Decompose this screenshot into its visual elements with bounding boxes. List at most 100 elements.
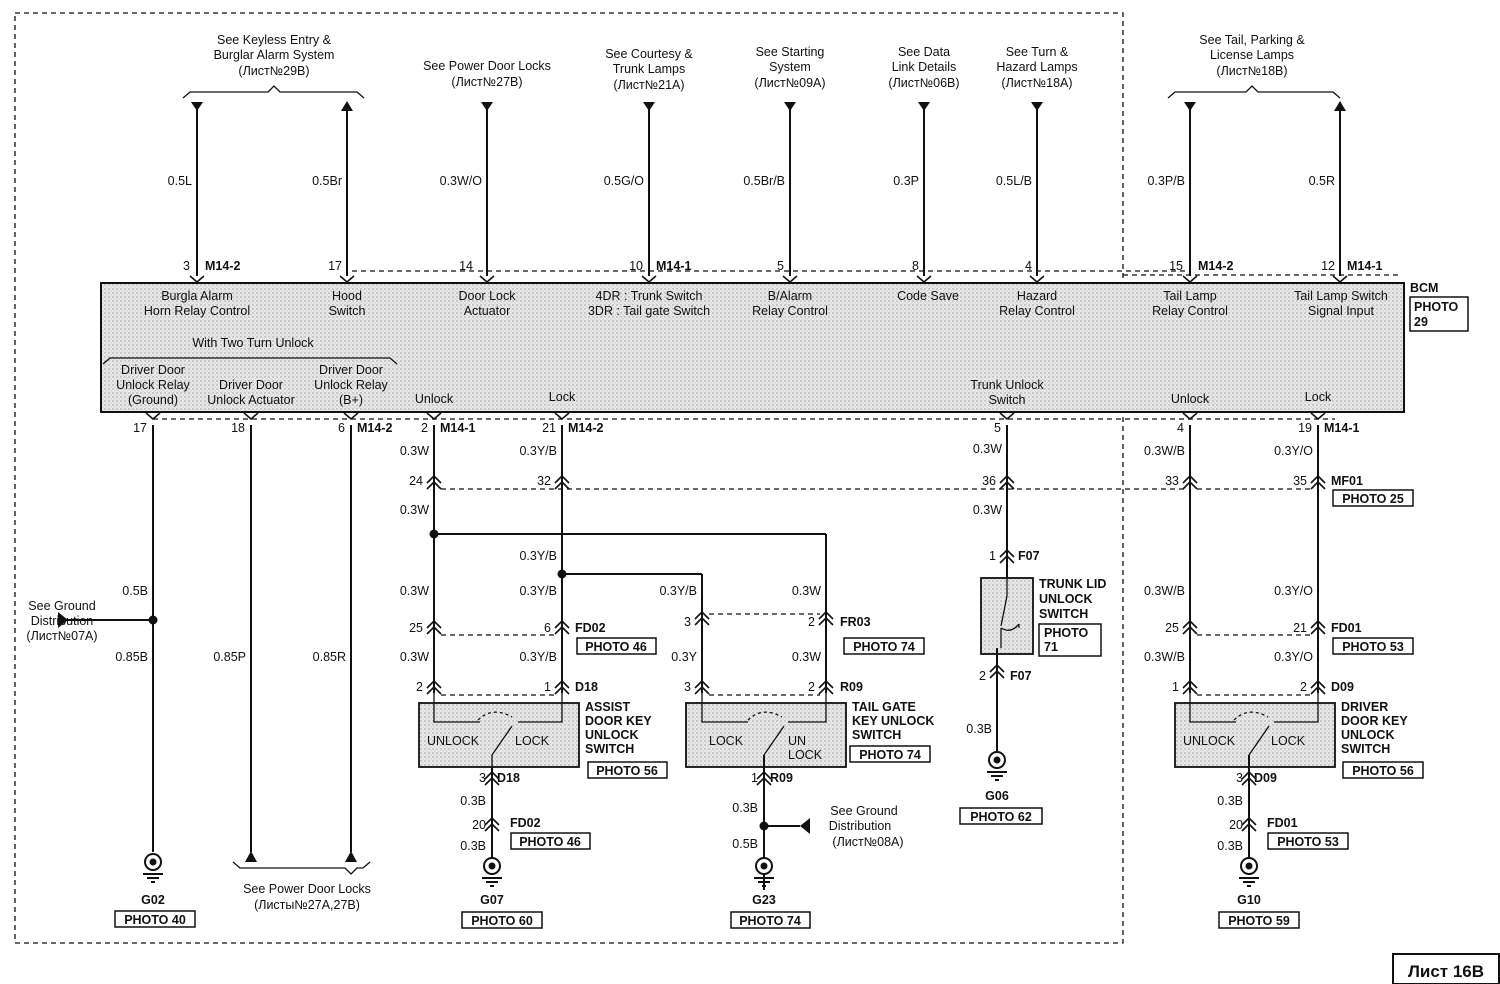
pin-17: 17 (328, 259, 342, 273)
bcm-label-taillamp-1: Tail Lamp (1163, 289, 1217, 303)
wire-0.5G/O: 0.5G/O (604, 174, 645, 188)
wire-0.5L/B: 0.5L/B (996, 174, 1032, 188)
bcm-bl-lock2: Lock (1305, 390, 1332, 404)
mf01-photo: PHOTO 25 (1342, 492, 1404, 506)
driver-contact-lock: LOCK (1271, 734, 1306, 748)
bcm-photo-box (1409, 296, 1469, 332)
svg-text:25: 25 (1165, 621, 1179, 635)
pin-12: 12 (1321, 259, 1335, 273)
svg-text:G07: G07 (480, 893, 504, 907)
left-wire-0.85P: 0.85P (213, 650, 246, 664)
svg-text:0.3B: 0.3B (460, 839, 486, 853)
tailgate-name-2: KEY UNLOCK (852, 714, 934, 728)
bcm-label-horn-2: Horn Relay Control (144, 304, 250, 318)
pin-3: 3 (183, 259, 190, 273)
top-pin-numbers: 3 17 14 10 5 8 4 15 12 (183, 259, 1335, 273)
driver-photo: PHOTO 56 (1352, 764, 1414, 778)
bpin-4: 4 (1177, 421, 1184, 435)
bcm-bl-lock: Lock (549, 390, 576, 404)
svg-text:F07: F07 (1018, 549, 1040, 563)
svg-text:FR03: FR03 (840, 615, 871, 629)
sheet-label: Лист 16В (1408, 962, 1484, 981)
top-wires (191, 101, 1346, 276)
svg-text:0.3B: 0.3B (460, 794, 486, 808)
left-ground-ref-2: Distribution (31, 614, 94, 628)
assist-switch (418, 693, 580, 887)
bcm-label-hazard-1: Hazard (1017, 289, 1057, 303)
svg-text:2: 2 (979, 669, 986, 683)
svg-text:0.3W: 0.3W (400, 584, 429, 598)
svg-text:See Ground: See Ground (830, 804, 897, 818)
svg-text:G10: G10 (1237, 893, 1261, 907)
assist-contact-lock: LOCK (515, 734, 550, 748)
svg-text:D09: D09 (1254, 771, 1277, 785)
top-conn-m14-2-a: M14-2 (205, 259, 240, 273)
ref-datalink-2: Link Details (892, 60, 957, 74)
trunk-circuit (980, 425, 1034, 781)
top-conn-m14-1-b: M14-1 (1347, 259, 1382, 273)
ref-keyless-2: Burglar Alarm System (214, 48, 335, 62)
g07-photo-box (461, 911, 543, 929)
svg-text:FD01: FD01 (1267, 816, 1298, 830)
bottom-conn-m14-1-b: M14-1 (1324, 421, 1359, 435)
g07-photo: PHOTO 60 (471, 914, 533, 928)
ref-courtesy-3: (Лист№21А) (613, 78, 684, 92)
tailgate-contact-lock2: LOCK (788, 748, 823, 762)
svg-text:0.3B: 0.3B (732, 801, 758, 815)
bpin-5: 5 (994, 421, 1001, 435)
driver-labels: 0.3W/B 0.3W/B 0.3W/B 0.3Y/O 0.3Y/O 0.3Y/… (1144, 444, 1363, 907)
svg-text:0.3W: 0.3W (973, 503, 1002, 517)
trunk-photo-box (1038, 623, 1102, 657)
left-circuit (58, 425, 371, 883)
ref-starting-2: System (769, 60, 811, 74)
svg-text:UNLOCK: UNLOCK (1039, 592, 1092, 606)
left-wire-0.85R: 0.85R (313, 650, 346, 664)
fd02-photo: PHOTO 46 (585, 640, 647, 654)
ref-keyless-1: See Keyless Entry & (217, 33, 332, 47)
g10-photo: PHOTO 59 (1228, 914, 1290, 928)
g23-photo-box (730, 911, 811, 929)
mf01-photo-box (1332, 489, 1414, 507)
pin-14: 14 (459, 259, 473, 273)
svg-text:G23: G23 (752, 893, 776, 907)
trunk-labels: 0.3W 36 0.3W 1 F07 2 F07 0.3B TRUNK LID … (966, 442, 1106, 803)
svg-text:0.3Y/B: 0.3Y/B (519, 444, 557, 458)
svg-text:20: 20 (472, 818, 486, 832)
driver-circuit (1174, 425, 1336, 887)
top-conn-m14-2-b: M14-2 (1198, 259, 1233, 273)
svg-text:2: 2 (416, 680, 423, 694)
bcm-label-tailsw-1: Tail Lamp Switch (1294, 289, 1388, 303)
bcm-label-hazard-2: Relay Control (999, 304, 1075, 318)
bottom-conn-m14-2-a: M14-2 (357, 421, 392, 435)
svg-text:32: 32 (537, 474, 551, 488)
fr03-photo-box (843, 637, 925, 655)
svg-text:0.3Y/B: 0.3Y/B (519, 549, 557, 563)
pin-5: 5 (777, 259, 784, 273)
wire-0.3P: 0.3P (893, 174, 919, 188)
bpin-21: 21 (542, 421, 556, 435)
tailgate-switch (685, 693, 847, 890)
driver-contact-unlock: UNLOCK (1183, 734, 1236, 748)
pin-10: 10 (629, 259, 643, 273)
svg-text:3: 3 (684, 615, 691, 629)
svg-text:0.3Y/B: 0.3Y/B (519, 584, 557, 598)
svg-text:0.3Y/B: 0.3Y/B (659, 584, 697, 598)
fd01-photo-box (1332, 637, 1414, 655)
bcm-label-tailsw-2: Signal Input (1308, 304, 1375, 318)
ref-pdl-1: See Power Door Locks (423, 59, 551, 73)
svg-text:FD01: FD01 (1331, 621, 1362, 635)
bottom-conn-m14-2-b: M14-2 (568, 421, 603, 435)
svg-text:2: 2 (808, 615, 815, 629)
bcm-label-horn-1: Burgla Alarm (161, 289, 233, 303)
ref-pdl-2: (Лист№27В) (451, 75, 522, 89)
driver-photo-box (1342, 761, 1424, 779)
trunk-photo-l1: PHOTO (1044, 626, 1088, 640)
bpin-17: 17 (133, 421, 147, 435)
bcm-bottom-labels: Driver Door Unlock Relay (Ground) Driver… (116, 363, 1332, 407)
fr03-photo: PHOTO 74 (853, 640, 915, 654)
left-wire-0.85B: 0.85B (115, 650, 148, 664)
wire-0.3P/B: 0.3P/B (1147, 174, 1185, 188)
ref-tail-3: (Лист№18В) (1216, 64, 1287, 78)
two-turn-bracket (102, 357, 398, 365)
svg-text:36: 36 (982, 474, 996, 488)
